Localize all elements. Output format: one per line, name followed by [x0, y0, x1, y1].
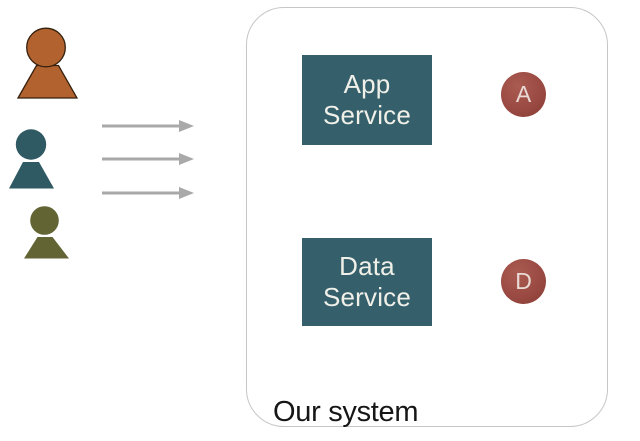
user-icon-olive: [24, 206, 69, 259]
user-body-shape: [24, 237, 69, 259]
user-head-shape: [15, 129, 47, 160]
user-head-shape: [30, 206, 59, 235]
data-badge: D: [501, 259, 546, 304]
app-service-label-line1: App: [343, 69, 391, 99]
app-service-label-line2: Service: [322, 100, 412, 130]
user-head-shape: [26, 27, 66, 68]
arrow-right-icon: [102, 120, 194, 132]
arrow-right-icon: [102, 153, 194, 165]
system-boundary: App Service A Data Service D Our system: [246, 7, 608, 428]
arrow-head: [179, 120, 194, 132]
data-service-label-line1: Data: [339, 251, 395, 281]
user-body-shape: [9, 162, 54, 189]
arrow-head: [179, 187, 194, 199]
app-service-box: App Service: [302, 55, 432, 145]
app-badge: A: [501, 72, 546, 117]
data-badge-letter: D: [515, 268, 532, 294]
arrow-right-icon: [102, 187, 194, 199]
user-body-shape: [17, 64, 78, 99]
system-label: Our system: [273, 396, 419, 428]
arrow-head: [179, 153, 194, 165]
data-service-label-line2: Service: [322, 282, 412, 312]
data-service-box: Data Service: [302, 238, 432, 326]
user-icon-teal: [9, 129, 54, 189]
user-icon-orange: [17, 27, 78, 99]
app-badge-letter: A: [515, 81, 532, 107]
